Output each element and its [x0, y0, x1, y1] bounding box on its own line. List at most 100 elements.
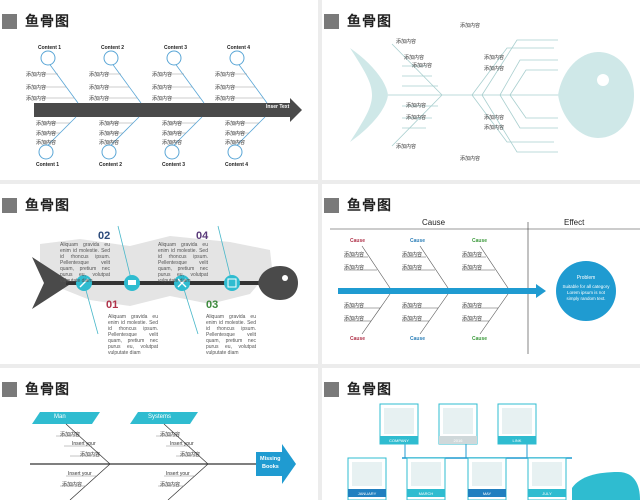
content-3-top-label: Content 3	[164, 45, 188, 51]
item-number-04: 04	[196, 230, 209, 242]
slide-title: 鱼骨图	[25, 14, 70, 30]
filler-text: 添加内容	[99, 131, 120, 137]
filler-text: 添加内容	[180, 452, 201, 458]
content-3-top-icon	[166, 50, 182, 66]
filler-text: 添加内容	[396, 39, 417, 45]
filler-text: 添加内容	[162, 121, 183, 127]
filler-text: 添加内容	[460, 23, 481, 29]
filler-text: 添加内容	[26, 96, 47, 102]
filler-text: 添加内容	[36, 131, 57, 137]
filler-text: 添加内容	[26, 72, 47, 78]
filler-text: 添加内容	[460, 156, 481, 162]
spine	[66, 281, 266, 285]
filler-text: 添加内容	[160, 482, 181, 488]
filler-text: 添加内容	[60, 432, 81, 438]
header-square	[2, 13, 17, 29]
head-arrow	[256, 444, 296, 484]
content-4-top-label: Content 4	[227, 45, 251, 51]
slide-header: 鱼骨图	[0, 9, 70, 33]
filler-text: 添加内容	[344, 303, 365, 309]
spine-arrow	[34, 98, 302, 122]
slide-title: 鱼骨图	[347, 198, 392, 214]
filler-text: 添加内容	[215, 96, 236, 102]
slide-3[interactable]: 鱼骨图 02 04 01 03 Aliquam gravida eu enim …	[0, 184, 318, 364]
fishbone-diagram-5	[30, 412, 296, 500]
item-number-02: 02	[98, 230, 111, 242]
label-link: LINK	[512, 437, 522, 443]
fish-head	[558, 52, 634, 138]
filler-text: 添加内容	[462, 303, 483, 309]
label-2016: 2016	[453, 437, 463, 443]
fishbone-diagram-1	[34, 50, 302, 160]
cause-label-6: Cause	[472, 336, 488, 342]
filler-text: 添加内容	[396, 144, 417, 150]
filler-text: 添加内容	[484, 115, 505, 121]
cause-effect-diagram	[330, 222, 640, 354]
slide-header: 鱼骨图	[0, 193, 70, 217]
man-tag-label: Man	[54, 414, 66, 420]
man-tag	[32, 412, 100, 424]
header-square	[324, 13, 339, 29]
world-map	[40, 236, 272, 306]
filler-text: 添加内容	[402, 316, 423, 322]
slide-6[interactable]: 鱼骨图 COMPANY	[322, 368, 640, 500]
filler-text: 添加内容	[402, 265, 423, 271]
filler-text: 添加内容	[62, 482, 83, 488]
slide-1[interactable]: 鱼骨图	[0, 0, 318, 180]
fish-diagram-2	[350, 39, 634, 153]
content-4-bottom-label: Content 4	[225, 162, 249, 168]
filler-text: 添加内容	[160, 432, 181, 438]
filler-text: 添加内容	[402, 252, 423, 258]
slide-2[interactable]: 鱼骨图 添加内容 添加内容 添加内容 添加内容 添加内容 添加内容 添加内容 添…	[322, 0, 640, 180]
content-1-top-icon	[40, 50, 56, 66]
filler-text: 添加内容	[89, 72, 110, 78]
filler-text: 添加内容	[215, 72, 236, 78]
head-line-2: Books	[262, 464, 279, 470]
filler-text: 添加内容	[406, 115, 427, 121]
fish-head	[258, 266, 298, 300]
slide-title: 鱼骨图	[25, 198, 70, 214]
cause-label-4: Cause	[350, 336, 366, 342]
fish-head	[572, 472, 640, 500]
filler-text: 添加内容	[80, 452, 101, 458]
header-square	[2, 381, 17, 397]
systems-tag-label: Systems	[148, 414, 172, 420]
label-march: MARCH	[418, 490, 434, 496]
cause-header: Cause	[422, 218, 446, 227]
item-description: Aliquam gravida eu enim id molestie. Sed…	[60, 242, 110, 284]
slide-header: 鱼骨图	[0, 377, 70, 401]
spine-arrow-text: Inser Text	[266, 104, 290, 110]
item-description: Aliquam gravida eu enim id molestie. Sed…	[108, 314, 158, 356]
filler-text: 添加内容	[152, 72, 173, 78]
slide-4[interactable]: 鱼骨图 Cause Effect Cause Cause Cause Cause…	[322, 184, 640, 364]
filler-text: 添加内容	[462, 316, 483, 322]
fishbone-diagram-3	[32, 225, 298, 335]
slide-5[interactable]: 鱼骨图 Man Systems 添加内容 Insert your 添加内容 添加…	[0, 368, 318, 500]
filler-text: 添加内容	[412, 63, 433, 69]
content-1-bottom-icon	[38, 144, 54, 160]
content-4-bottom-icon	[227, 144, 243, 160]
slide-header: 鱼骨图	[322, 377, 392, 401]
content-2-bottom-label: Content 2	[99, 162, 123, 168]
filler-text: 添加内容	[402, 303, 423, 309]
cause-label-3: Cause	[472, 238, 488, 244]
filler-text: 添加内容	[344, 265, 365, 271]
header-square	[324, 381, 339, 397]
insert-text: Insert your	[72, 441, 96, 447]
systems-tag	[130, 412, 198, 424]
filler-text: 添加内容	[26, 85, 47, 91]
filler-text: 添加内容	[89, 85, 110, 91]
label-january: JANUARY	[357, 490, 377, 496]
calendar-icon	[224, 275, 240, 291]
fish-tail	[32, 257, 72, 309]
label-company: COMPANY	[389, 437, 409, 443]
effect-arrow	[338, 284, 546, 298]
problem-circle	[556, 261, 616, 321]
filler-text: 添加内容	[99, 121, 120, 127]
item-number-03: 03	[206, 299, 219, 311]
photo-fishbone-diagram	[347, 403, 640, 500]
header-square	[324, 197, 339, 213]
head-line-1: Missing	[260, 456, 281, 462]
item-number-01: 01	[106, 299, 119, 311]
filler-text: 添加内容	[344, 316, 365, 322]
